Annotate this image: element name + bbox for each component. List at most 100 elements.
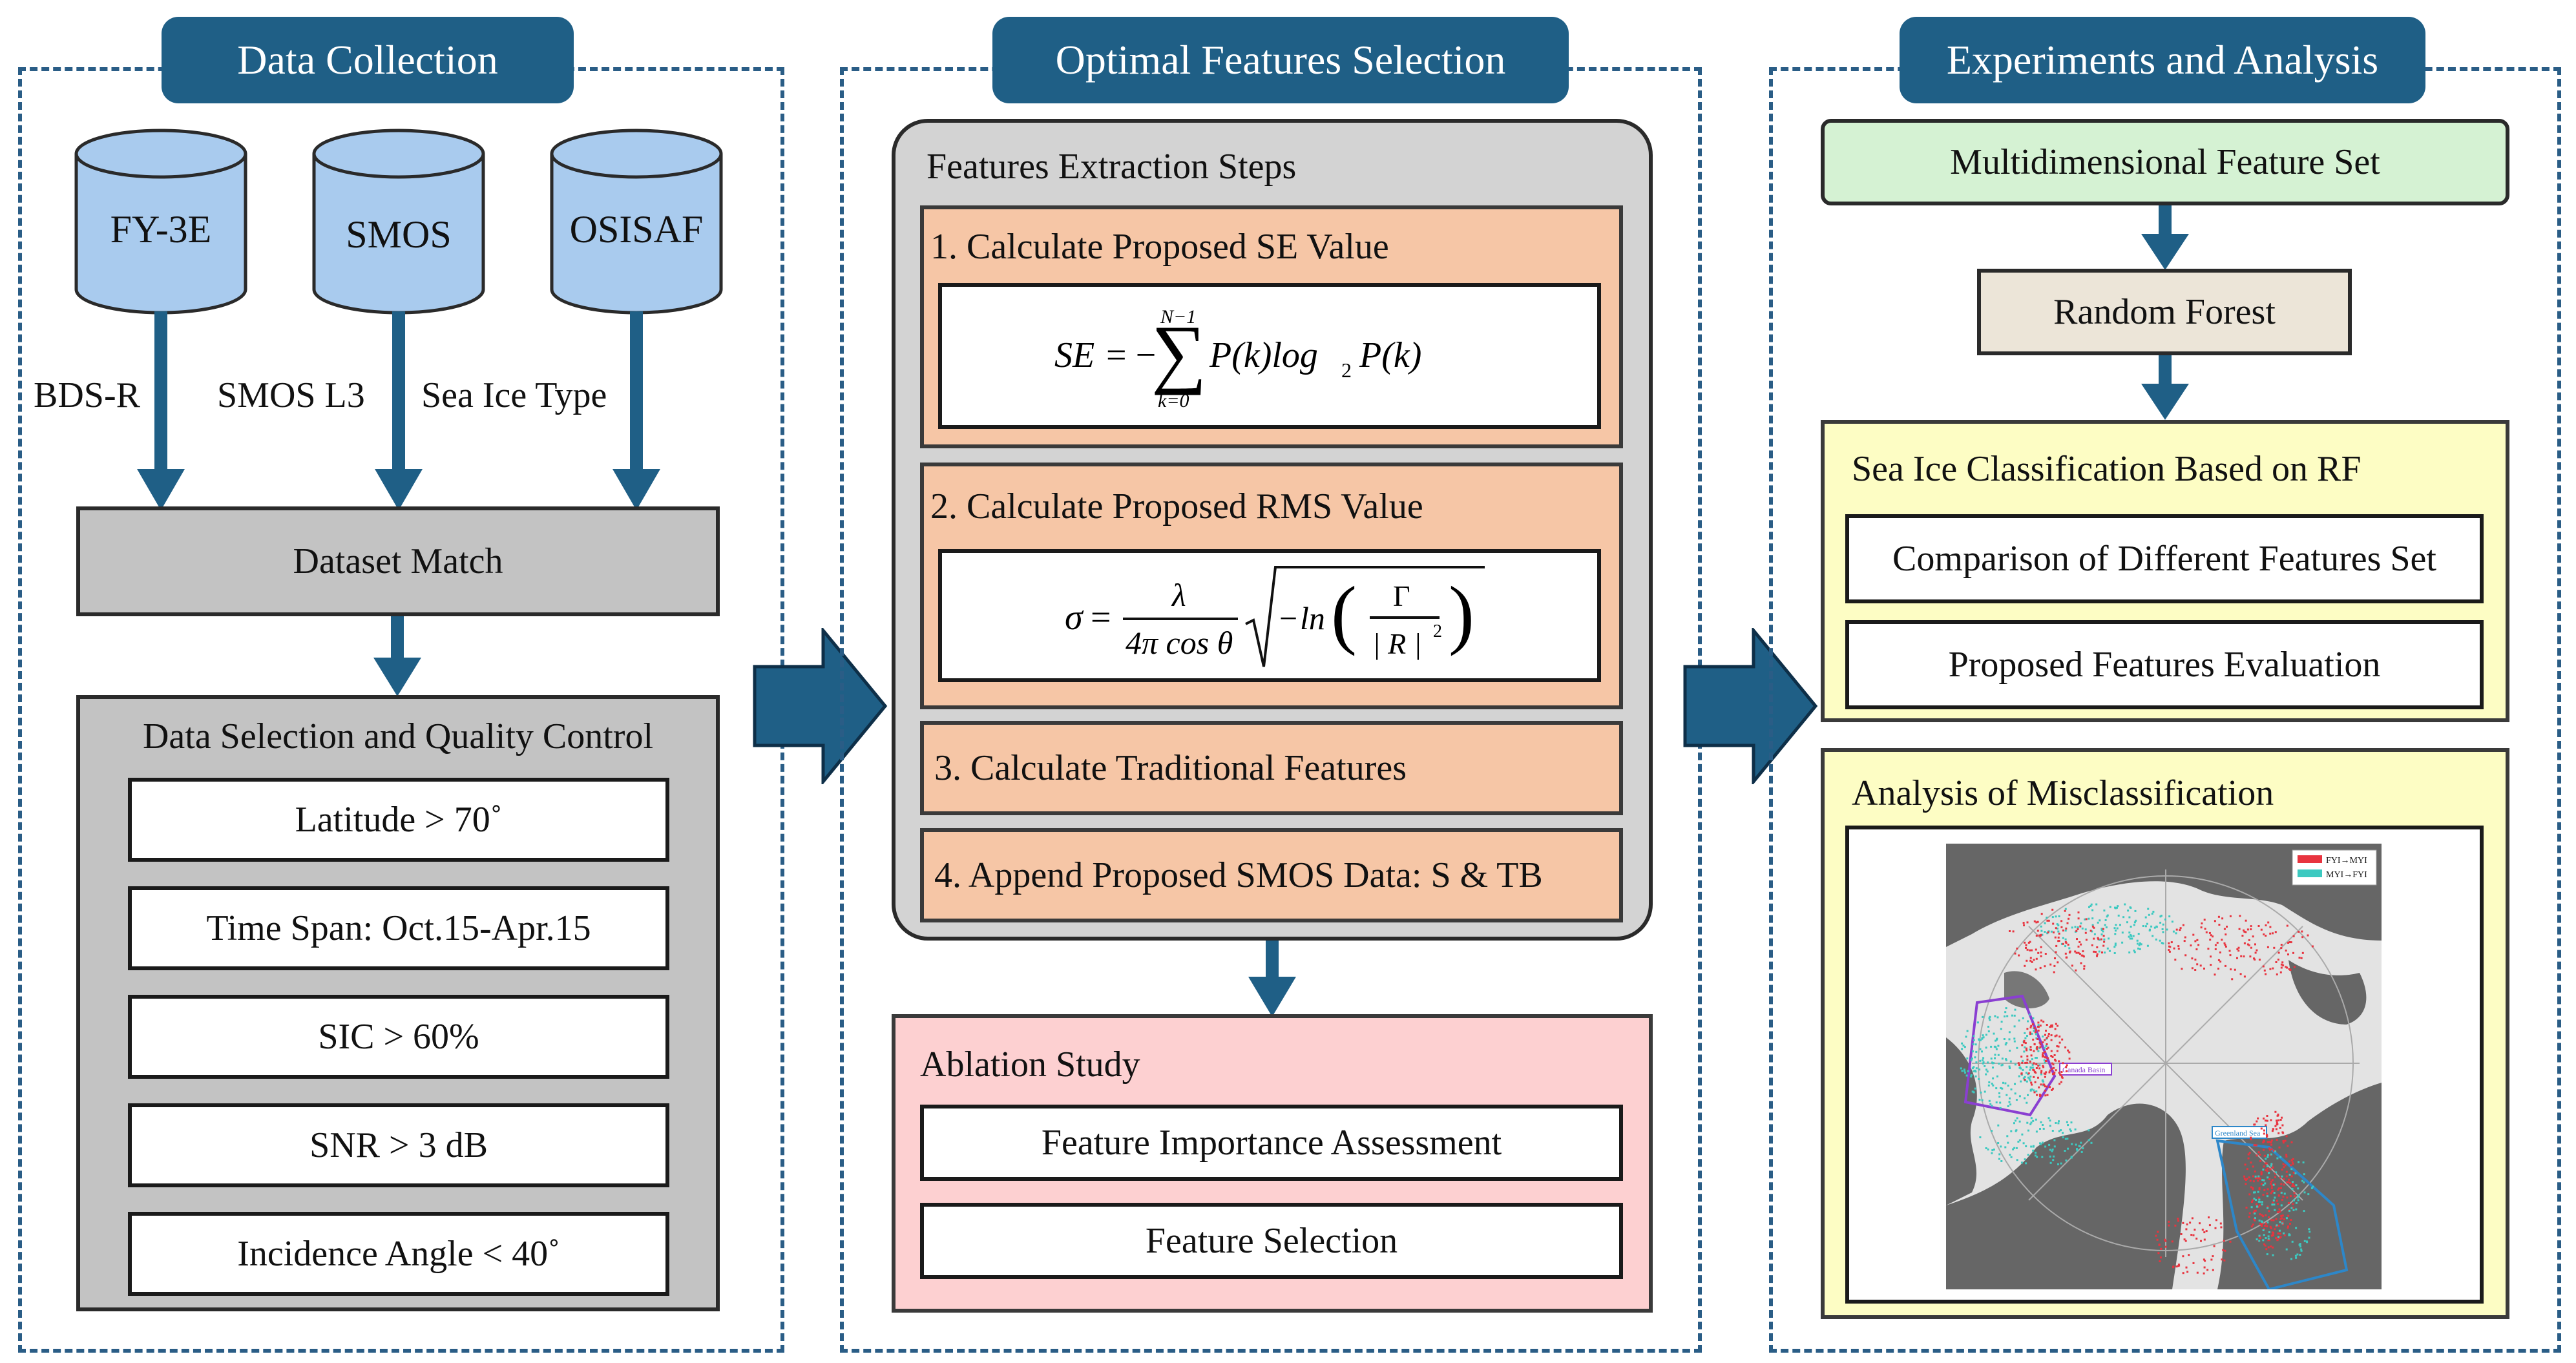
misclass-point: [2279, 1156, 2282, 1158]
misclass-point: [2288, 1233, 2290, 1236]
misclass-point: [2040, 952, 2042, 953]
misclass-point: [2293, 1199, 2295, 1202]
misclass-point: [2162, 942, 2164, 944]
misclass-point: [2255, 1177, 2257, 1180]
misclass-point: [2029, 1068, 2031, 1071]
misclass-point: [2017, 1140, 2020, 1143]
misclass-point: [2026, 948, 2029, 951]
misclass-point: [2013, 1014, 2016, 1017]
misclass-point: [2287, 1227, 2289, 1229]
misclass-point: [2032, 1149, 2035, 1152]
misclass-point: [2003, 1038, 2005, 1040]
arrow-down-icon: [2141, 355, 2189, 420]
misclass-point: [2025, 1162, 2027, 1165]
misclass-point: [2106, 914, 2109, 917]
misclass-point: [2049, 1086, 2051, 1088]
misclass-point: [2104, 919, 2107, 921]
misclass-point: [1999, 1101, 2002, 1104]
misclass-point: [2070, 1156, 2073, 1158]
misclass-point: [2105, 926, 2108, 929]
misclass-point: [1982, 1062, 1984, 1065]
misclass-point: [2263, 1165, 2265, 1168]
misclass-point: [2222, 1249, 2225, 1251]
misclass-point: [2058, 1130, 2060, 1132]
misclass-point: [2245, 1179, 2247, 1181]
misclass-point: [2023, 1039, 2026, 1042]
misclass-point: [2264, 1182, 2267, 1185]
misclass-point: [1995, 1039, 1997, 1042]
misclass-point: [2288, 941, 2291, 943]
misclass-point: [2040, 1083, 2042, 1086]
misclass-point: [2005, 1059, 2007, 1061]
misclass-point: [2106, 915, 2108, 918]
misclass-point: [1992, 1066, 1994, 1069]
misclass-point: [2262, 1229, 2265, 1231]
misclass-point: [2274, 1196, 2276, 1199]
misclass-point: [2183, 940, 2186, 942]
misclass-point: [1971, 1050, 1974, 1053]
misclass-point: [2103, 938, 2106, 941]
misclass-point: [2031, 1066, 2034, 1069]
misclass-point: [2009, 1154, 2011, 1156]
misclass-point: [2054, 1028, 2057, 1030]
misclass-point: [2014, 952, 2016, 955]
misclass-point: [2279, 1211, 2281, 1213]
misclass-point: [2155, 1234, 2157, 1237]
misclass-point: [2040, 1121, 2042, 1123]
misclass-point: [2020, 1161, 2023, 1164]
misclass-point: [2039, 1043, 2042, 1046]
misclass-point: [2271, 1179, 2274, 1181]
misclass-point: [2161, 928, 2164, 930]
misclass-point: [2005, 1042, 2007, 1044]
misclass-point: [1992, 1077, 1995, 1079]
misclass-point: [2201, 922, 2203, 924]
misclass-point: [2280, 1183, 2283, 1185]
misclass-point: [2013, 1147, 2016, 1149]
misclass-point: [2250, 946, 2252, 949]
misclass-point: [2062, 937, 2064, 939]
misclass-point: [2037, 1029, 2040, 1032]
misclass-point: [2031, 961, 2033, 963]
misclass-point: [1974, 1043, 1977, 1046]
misclass-point: [2026, 1066, 2028, 1068]
misclass-point: [2301, 1180, 2304, 1182]
misclass-point: [2267, 1176, 2269, 1179]
misclass-point: [2046, 1094, 2049, 1096]
misclass-point: [2018, 1139, 2021, 1141]
misclass-point: [2208, 1216, 2210, 1219]
misclass-point: [2247, 1157, 2250, 1160]
misclass-point: [2029, 959, 2032, 962]
misclass-point: [1963, 1046, 1966, 1048]
misclass-point: [2234, 968, 2236, 971]
misclass-point: [2024, 1042, 2027, 1045]
misclass-point: [1973, 1039, 1975, 1041]
misclass-point: [2046, 1048, 2048, 1050]
misclass-point: [1966, 1030, 1969, 1032]
misclass-point: [2168, 950, 2171, 953]
misclass-point: [2066, 1064, 2068, 1066]
misclass-point: [2037, 1065, 2040, 1067]
misclass-point: [2057, 961, 2059, 964]
misclass-point: [2032, 1017, 2035, 1019]
misclass-point: [2026, 1058, 2029, 1061]
misclass-point: [2035, 921, 2038, 924]
misclass-point: [2035, 1033, 2038, 1035]
misclass-point: [2044, 953, 2047, 955]
qc-item-snr: SNR > 3 dB: [128, 1103, 669, 1187]
misclass-point: [2005, 1058, 2007, 1061]
misclass-point: [2267, 1156, 2269, 1158]
misclass-point: [2082, 1147, 2084, 1150]
misclass-point: [2217, 959, 2220, 961]
misclass-point: [2159, 1256, 2162, 1259]
misclass-point: [2309, 1231, 2311, 1233]
misclass-point: [2097, 937, 2099, 939]
misclass-point: [2226, 926, 2228, 928]
misclass-point: [2189, 1222, 2192, 1224]
misclass-point: [2067, 1049, 2069, 1052]
svg-text:ln: ln: [1300, 600, 1325, 636]
misclass-point: [2171, 1240, 2173, 1243]
misclass-point: [2133, 951, 2136, 953]
misclass-point: [2225, 945, 2227, 948]
misclass-point: [2302, 1161, 2305, 1163]
misclass-point: [2000, 1087, 2002, 1089]
